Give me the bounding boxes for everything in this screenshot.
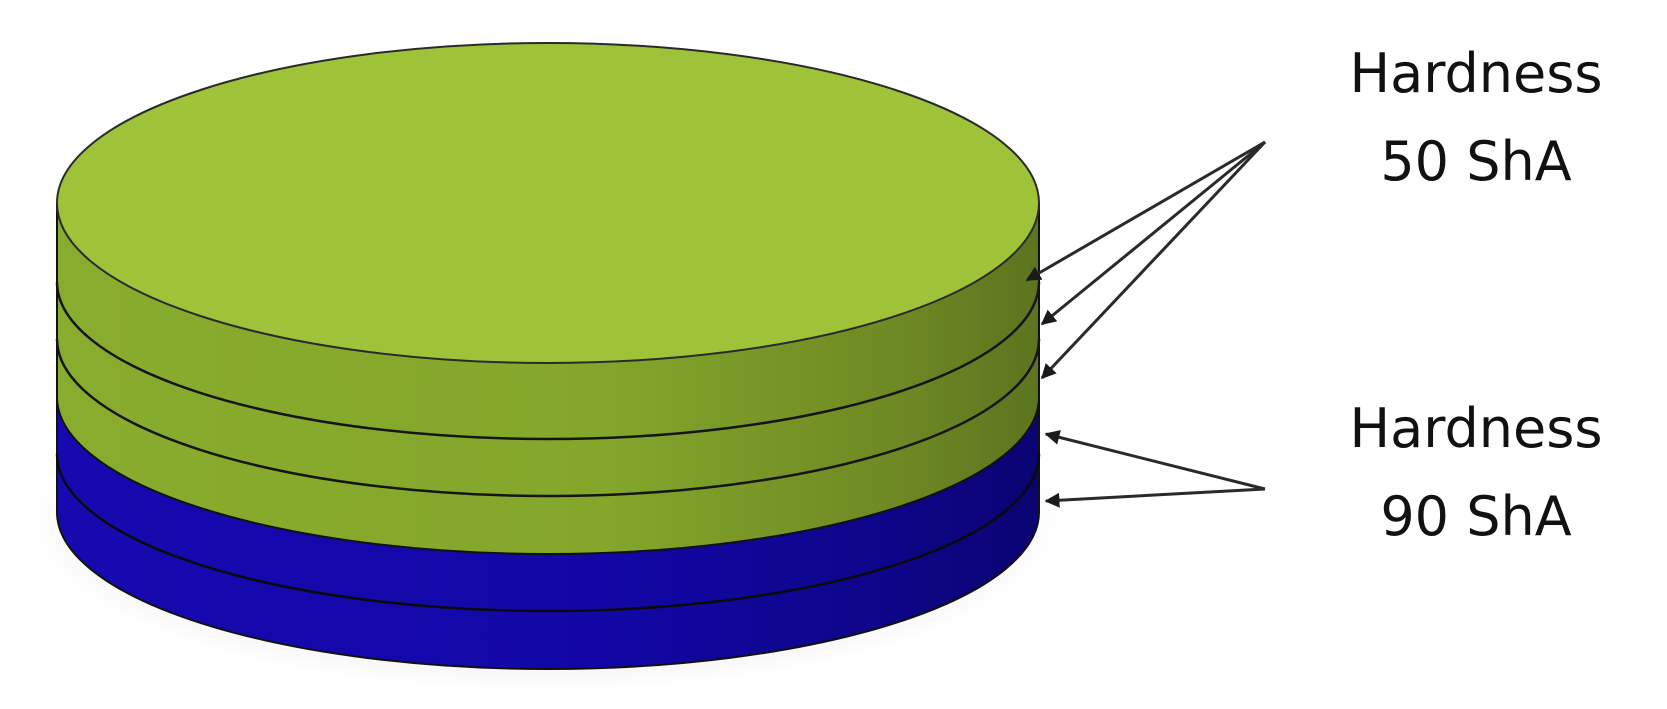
arrows-soft-group — [1025, 140, 1267, 380]
label-soft-line2: 50 ShA — [1380, 130, 1572, 193]
arrow-hard-2 — [1044, 487, 1266, 508]
arrow-soft-2 — [1040, 140, 1266, 326]
arrows-hard-group — [1044, 430, 1266, 508]
label-soft-hardness: Hardness 50 ShA — [1316, 30, 1636, 206]
label-hard-hardness: Hardness 90 ShA — [1316, 385, 1636, 561]
arrow-soft-3 — [1040, 140, 1267, 380]
layer-boundary-3 — [55, 453, 1041, 613]
arrow-soft-1 — [1025, 140, 1266, 282]
label-hard-line2: 90 ShA — [1380, 485, 1572, 548]
arrow-hard-1 — [1044, 430, 1266, 491]
label-hard-line1: Hardness — [1349, 397, 1603, 460]
layer-boundary-2 — [55, 338, 1041, 498]
layer-boundary-1 — [55, 281, 1041, 441]
label-soft-line1: Hardness — [1349, 42, 1603, 105]
cylinder-top-face — [56, 42, 1040, 364]
